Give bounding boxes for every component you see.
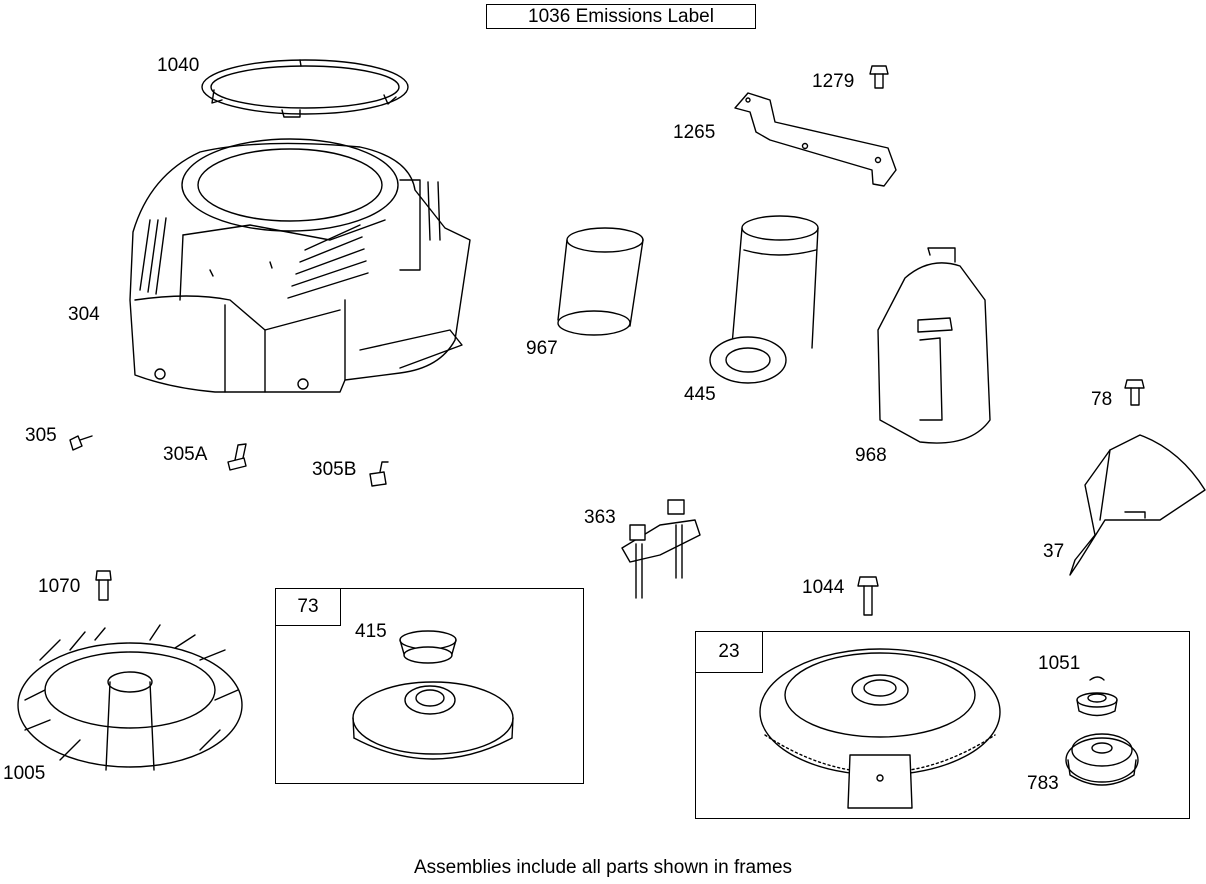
screw-305-drawing: [70, 436, 92, 450]
part-label-1040: 1040: [157, 55, 200, 76]
part-label-305: 305: [25, 425, 57, 446]
part-label-968: 968: [855, 445, 887, 466]
ring-1040-drawing: [202, 60, 408, 117]
bracket-1265-drawing: [735, 93, 896, 186]
bracket-363-drawing: [622, 500, 700, 598]
part-label-783: 783: [1027, 773, 1059, 794]
part-label-37: 37: [1043, 541, 1065, 562]
part-label-1005: 1005: [3, 763, 46, 784]
flywheel-23-drawing: [760, 649, 1000, 808]
bolt-1070-drawing: [96, 571, 111, 600]
gear-783-drawing: [1066, 734, 1138, 785]
part-label-363: 363: [584, 507, 616, 528]
part-label-1265: 1265: [673, 122, 716, 143]
baffle-37-drawing: [1070, 435, 1205, 575]
assemblies-note: Assemblies include all parts shown in fr…: [413, 857, 793, 878]
part-label-1279: 1279: [812, 71, 855, 92]
fan-1005-drawing: [18, 625, 242, 770]
screw-305b-drawing: [370, 462, 388, 486]
assembly-frame-73: 73: [275, 588, 584, 784]
part-label-1051: 1051: [1038, 653, 1081, 674]
part-label-305a: 305A: [163, 444, 208, 465]
part-label-305b: 305B: [312, 459, 357, 480]
part-label-967: 967: [526, 338, 558, 359]
assembly-frame-23: 23: [695, 631, 1190, 819]
frame-tag-23: 23: [696, 632, 763, 673]
part-label-78: 78: [1091, 389, 1113, 410]
sleeve-967-drawing: [558, 228, 643, 335]
part-label-1044: 1044: [802, 577, 845, 598]
pulley-73-drawing: [353, 682, 513, 759]
cover-968-drawing: [878, 248, 990, 443]
part-label-1070: 1070: [38, 576, 81, 597]
screw-305a-drawing: [228, 444, 246, 470]
bolt-1044-drawing: [858, 577, 878, 615]
seal-415-drawing: [400, 631, 456, 663]
blower-housing-304-drawing: [130, 139, 470, 392]
frame-tag-73: 73: [276, 589, 341, 626]
bolt-78-drawing: [1125, 380, 1144, 405]
part-label-445: 445: [684, 384, 716, 405]
bolt-1279-drawing: [870, 66, 888, 88]
part-label-415: 415: [355, 621, 387, 642]
nut-1051-drawing: [1077, 693, 1117, 716]
part-label-304: 304: [68, 304, 100, 325]
emissions-label-header: 1036 Emissions Label: [486, 4, 756, 29]
air-filter-445-drawing: [710, 216, 818, 383]
key-1051-drawing: [1090, 677, 1104, 680]
